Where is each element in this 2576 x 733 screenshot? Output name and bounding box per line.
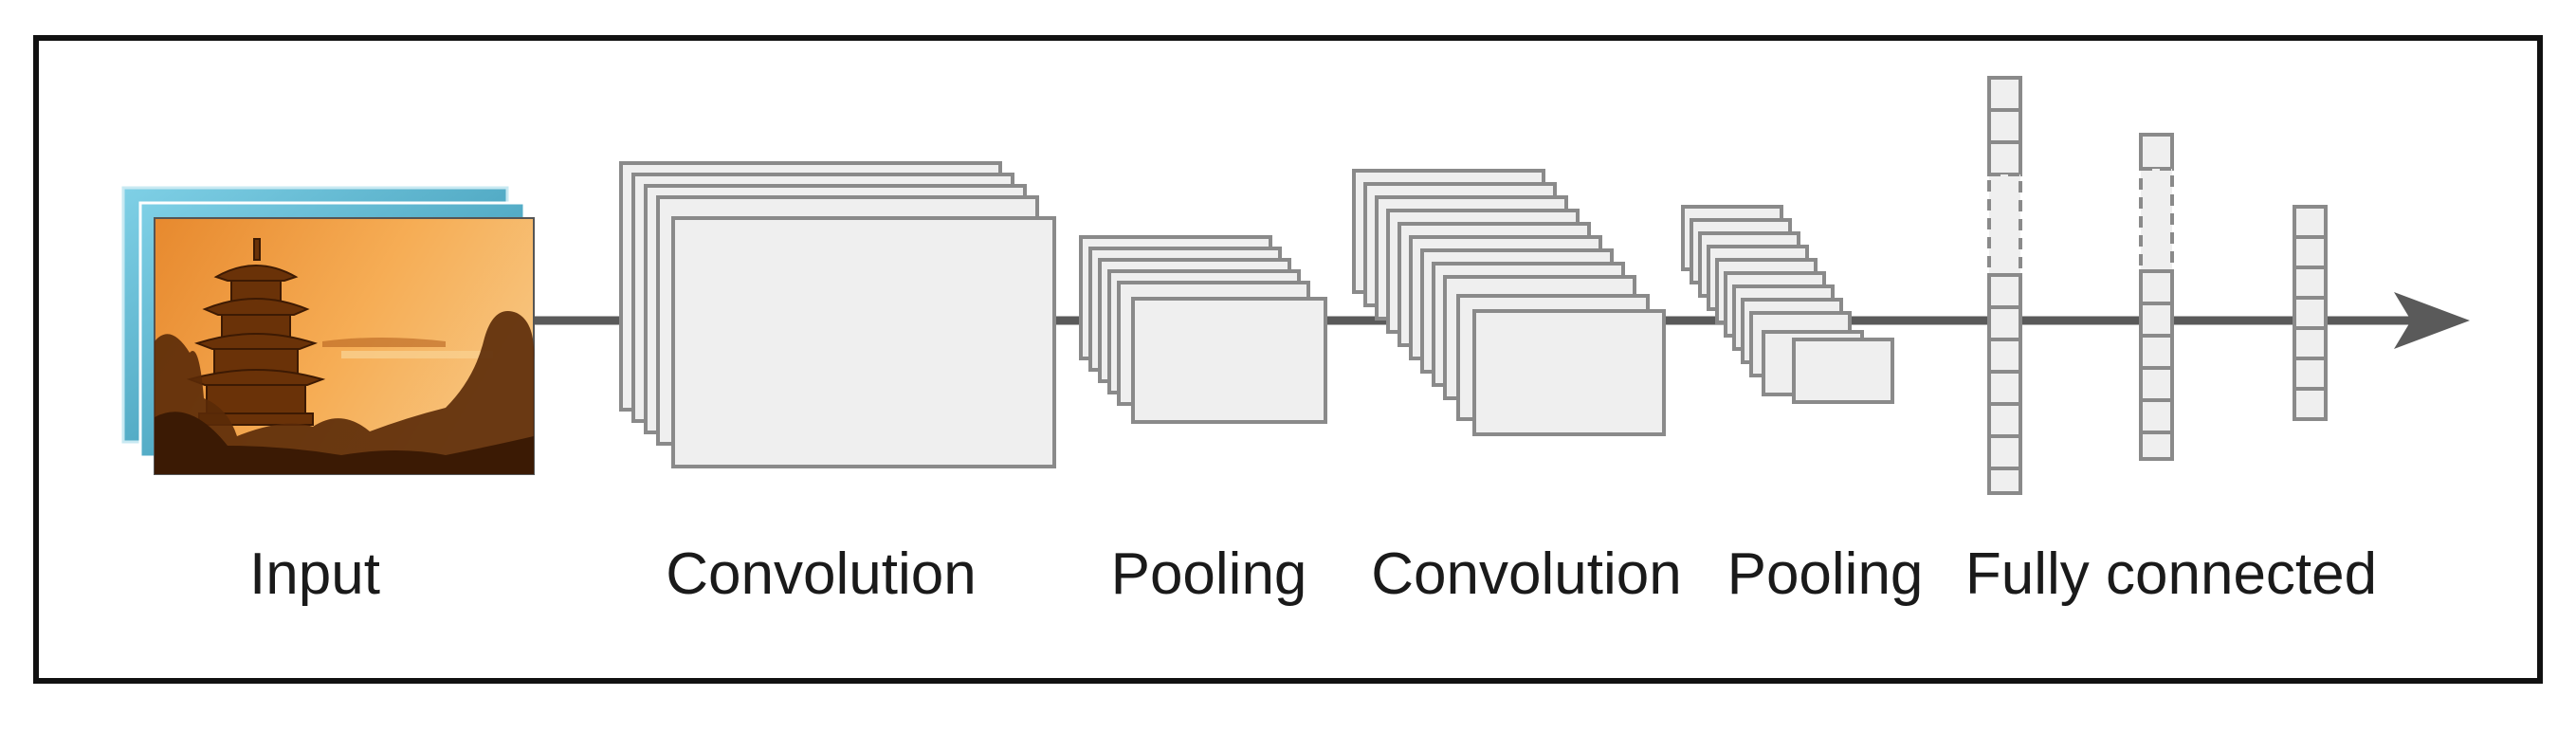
label-convolution-2: Convolution	[1371, 541, 1682, 607]
feature-map	[1472, 309, 1666, 436]
feature-map	[1131, 297, 1327, 424]
label-pooling-2: Pooling	[1726, 541, 1924, 607]
fully-connected-layer-1	[1987, 76, 2022, 495]
feature-map	[671, 216, 1056, 468]
feature-map	[1792, 338, 1894, 404]
trees-foreground	[155, 311, 535, 474]
label-convolution-1: Convolution	[666, 541, 977, 607]
pooling-2-feature-maps	[1681, 205, 1894, 404]
label-input: Input	[249, 541, 380, 607]
diagram-frame	[33, 35, 2543, 684]
label-pooling-1: Pooling	[1110, 541, 1307, 607]
fully-connected-layer-3	[2293, 205, 2328, 421]
pagoda-silhouette	[186, 238, 326, 426]
label-fully-connected: Fully connected	[1964, 541, 2378, 607]
convolution-2-feature-maps	[1352, 169, 1666, 436]
pooling-1-feature-maps	[1079, 235, 1327, 424]
input-image	[154, 217, 535, 475]
convolution-1-feature-maps	[619, 161, 1056, 468]
input-image-stack	[121, 186, 535, 475]
fully-connected-layer-2	[2139, 133, 2174, 461]
